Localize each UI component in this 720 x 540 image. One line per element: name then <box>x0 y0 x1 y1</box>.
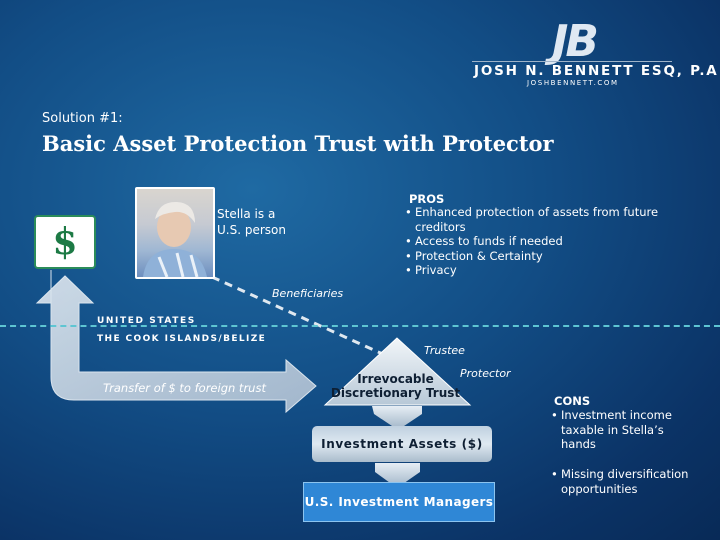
region-label-offshore: THE COOK ISLANDS/BELIZE <box>97 334 266 344</box>
pros-item: Privacy <box>405 263 690 278</box>
pros-item: Protection & Certainty <box>405 249 690 264</box>
dollar-sign-icon: $ <box>34 215 96 269</box>
cons-item: Missing diversification opportunities <box>551 467 701 496</box>
beneficiaries-label: Beneficiaries <box>272 287 343 300</box>
pros-item: Access to funds if needed <box>405 234 690 249</box>
region-label-us: UNITED STATES <box>97 316 196 326</box>
cons-heading: CONS <box>554 394 590 408</box>
transfer-label: Transfer of $ to foreign trust <box>103 381 266 395</box>
pros-list: Enhanced protection of assets from futur… <box>405 205 690 278</box>
person-photo <box>135 187 215 279</box>
person-label: Stella is a U.S. person <box>217 206 286 238</box>
trust-label: Irrevocable Discretionary Trust <box>318 372 473 400</box>
investment-managers-box: U.S. Investment Managers <box>303 482 495 522</box>
pros-item: Enhanced protection of assets from futur… <box>405 205 690 234</box>
cons-item: Investment income taxable in Stella’s ha… <box>551 408 701 452</box>
cons-list-more: Missing diversification opportunities <box>551 467 701 496</box>
person-icon <box>137 189 213 277</box>
trustee-label: Trustee <box>424 344 465 357</box>
pros-heading: PROS <box>409 192 444 206</box>
cons-list: Investment income taxable in Stella’s ha… <box>551 408 701 452</box>
investment-assets-box: Investment Assets ($) <box>312 426 492 462</box>
